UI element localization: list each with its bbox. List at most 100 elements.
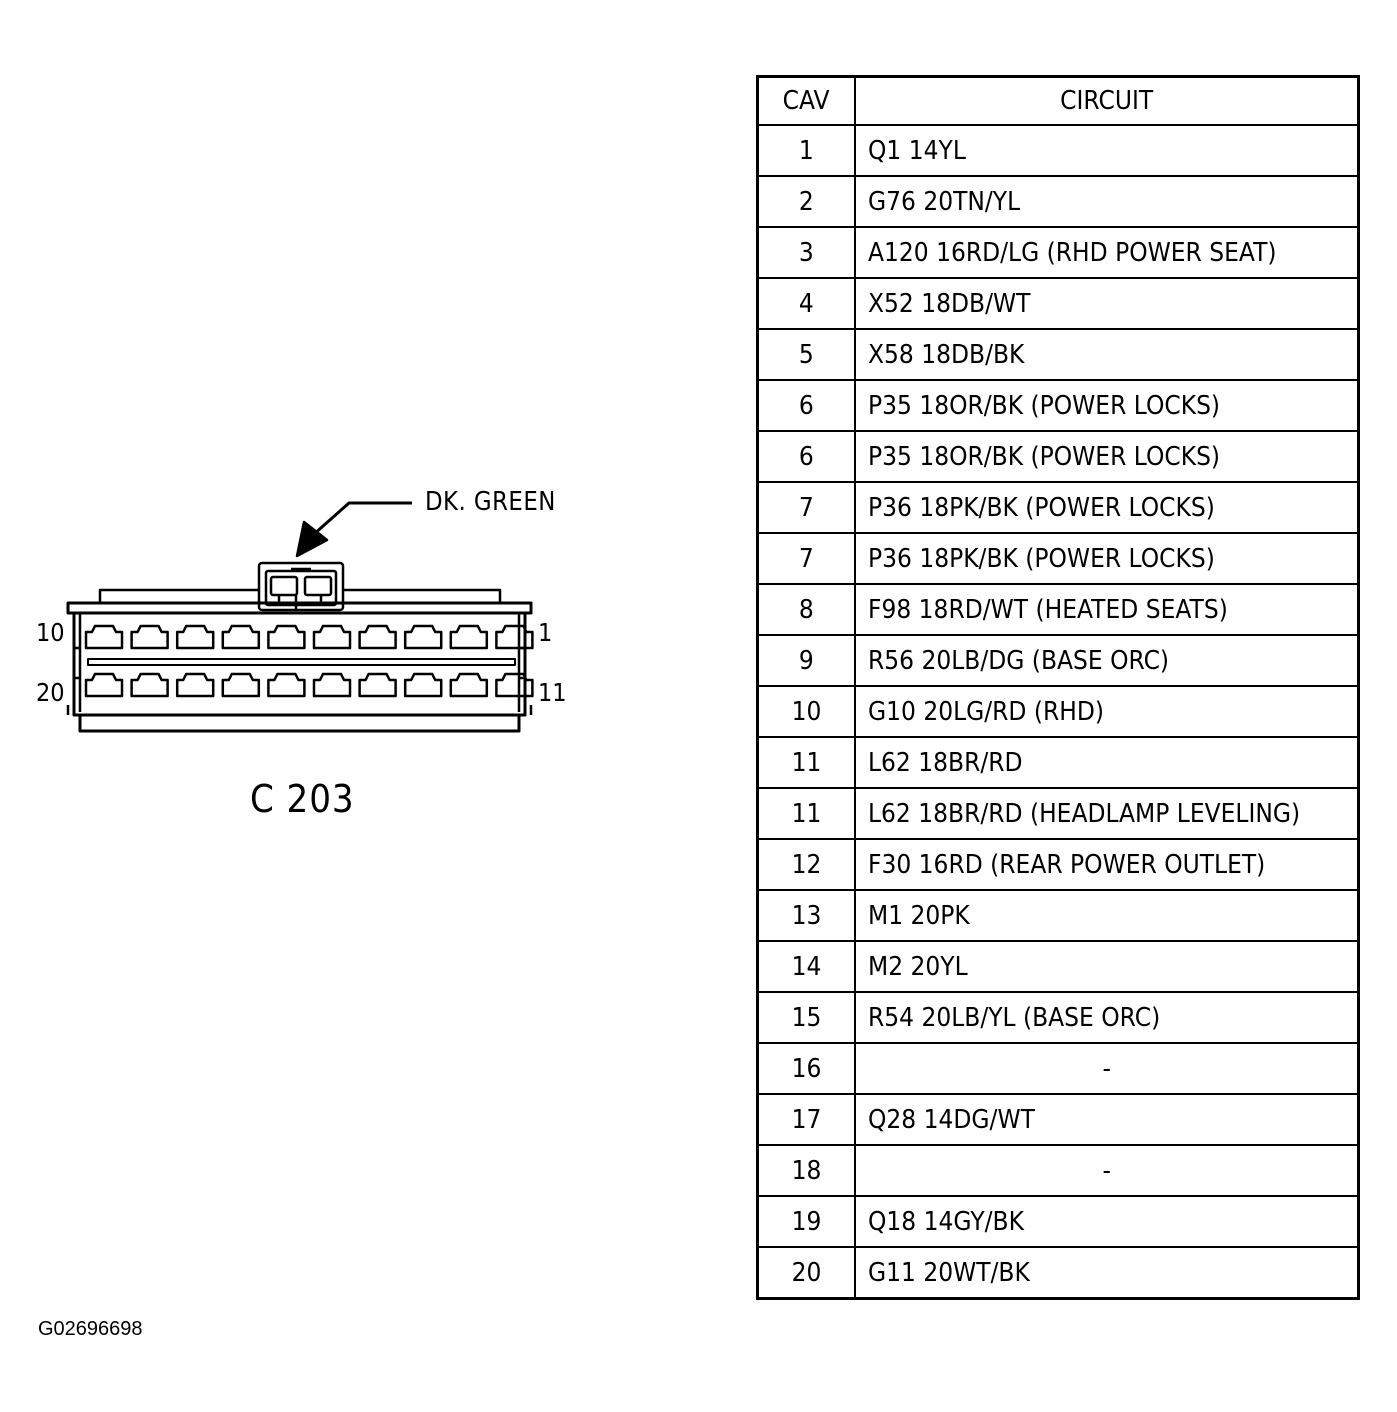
cavity-top-2 — [130, 624, 169, 650]
pin-label-1: 1 — [538, 618, 553, 647]
circuit-cell: L62 18BR/RD (HEADLAMP LEVELING) — [854, 787, 1360, 840]
cavity-row-top — [84, 624, 534, 650]
cavity-bottom-10 — [495, 672, 534, 698]
cavity-row-bottom — [84, 672, 534, 698]
circuit-cell: M1 20PK — [854, 889, 1360, 942]
table-header-row: CAV CIRCUIT — [756, 75, 1360, 126]
connector-figure: 10 1 20 11 DK. GREEN C 203 — [0, 0, 620, 860]
cavity-bottom-2 — [130, 672, 169, 698]
table-row: 16- — [756, 1042, 1360, 1095]
circuit-cell: F30 16RD (REAR POWER OUTLET) — [854, 838, 1360, 891]
cavity-top-5 — [267, 624, 306, 650]
circuit-cell: F98 18RD/WT (HEATED SEATS) — [854, 583, 1360, 636]
pin-label-20: 20 — [36, 678, 65, 707]
circuit-cell: G76 20TN/YL — [854, 175, 1360, 228]
circuit-cell: G10 20LG/RD (RHD) — [854, 685, 1360, 738]
cavity-bottom-9 — [449, 672, 489, 698]
cav-cell: 16 — [756, 1042, 856, 1095]
circuit-cell: P36 18PK/BK (POWER LOCKS) — [854, 481, 1360, 534]
circuit-cell: P35 18OR/BK (POWER LOCKS) — [854, 379, 1360, 432]
cav-cell: 17 — [756, 1093, 856, 1146]
circuit-cell: G11 20WT/BK — [854, 1246, 1360, 1300]
circuit-cell: R54 20LB/YL (BASE ORC) — [854, 991, 1360, 1044]
cav-cell: 13 — [756, 889, 856, 942]
locking-tab — [257, 561, 345, 612]
cav-cell: 18 — [756, 1144, 856, 1197]
cav-cell: 12 — [756, 838, 856, 891]
cavity-top-6 — [312, 624, 352, 650]
circuit-cell: Q28 14DG/WT — [854, 1093, 1360, 1146]
circuit-cell: X58 18DB/BK — [854, 328, 1360, 381]
circuit-cell: - — [854, 1144, 1360, 1197]
cavity-bottom-7 — [358, 672, 397, 698]
circuit-cell: X52 18DB/WT — [854, 277, 1360, 330]
cavity-bottom-4 — [221, 672, 261, 698]
cav-cell: 11 — [756, 736, 856, 789]
cav-cell: 15 — [756, 991, 856, 1044]
header-cav: CAV — [756, 75, 856, 126]
cav-cell: 9 — [756, 634, 856, 687]
cavity-bottom-3 — [175, 672, 215, 698]
circuit-cell: Q18 14GY/BK — [854, 1195, 1360, 1248]
connector-drawing — [66, 501, 534, 733]
cav-cell: 4 — [756, 277, 856, 330]
callout-arrowhead — [295, 520, 329, 558]
pin-label-10: 10 — [36, 618, 65, 647]
circuit-cell: Q1 14YL — [854, 124, 1360, 177]
cav-cell: 11 — [756, 787, 856, 840]
pin-label-11: 11 — [538, 678, 567, 707]
circuit-cell: M2 20YL — [854, 940, 1360, 993]
circuit-cell: P35 18OR/BK (POWER LOCKS) — [854, 430, 1360, 483]
cav-cell: 14 — [756, 940, 856, 993]
cav-cell: 20 — [756, 1246, 856, 1300]
cav-cell: 10 — [756, 685, 856, 738]
cav-cell: 6 — [756, 379, 856, 432]
cav-cell: 6 — [756, 430, 856, 483]
cav-cell: 8 — [756, 583, 856, 636]
cavity-bottom-5 — [267, 672, 306, 698]
circuit-cell: L62 18BR/RD — [854, 736, 1360, 789]
cav-cell: 1 — [756, 124, 856, 177]
cavity-top-8 — [403, 624, 443, 650]
cav-cell: 19 — [756, 1195, 856, 1248]
circuit-cell: A120 16RD/LG (RHD POWER SEAT) — [854, 226, 1360, 279]
cavity-top-3 — [175, 624, 215, 650]
connector-name: C 203 — [250, 777, 355, 821]
figure-id: G02696698 — [38, 1318, 143, 1340]
connector-body — [66, 588, 533, 733]
header-circuit: CIRCUIT — [854, 75, 1360, 126]
table-row: 18- — [756, 1144, 1360, 1197]
cav-cell: 5 — [756, 328, 856, 381]
cavity-bottom-8 — [403, 672, 443, 698]
cavity-top-10 — [495, 624, 534, 650]
cavity-top-1 — [84, 624, 124, 650]
cavity-top-4 — [221, 624, 261, 650]
circuit-cell: - — [854, 1042, 1360, 1095]
circuit-cell: R56 20LB/DG (BASE ORC) — [854, 634, 1360, 687]
cavity-bottom-1 — [84, 672, 124, 698]
cav-cell: 3 — [756, 226, 856, 279]
cav-cell: 2 — [756, 175, 856, 228]
cav-cell: 7 — [756, 481, 856, 534]
cav-cell: 7 — [756, 532, 856, 585]
